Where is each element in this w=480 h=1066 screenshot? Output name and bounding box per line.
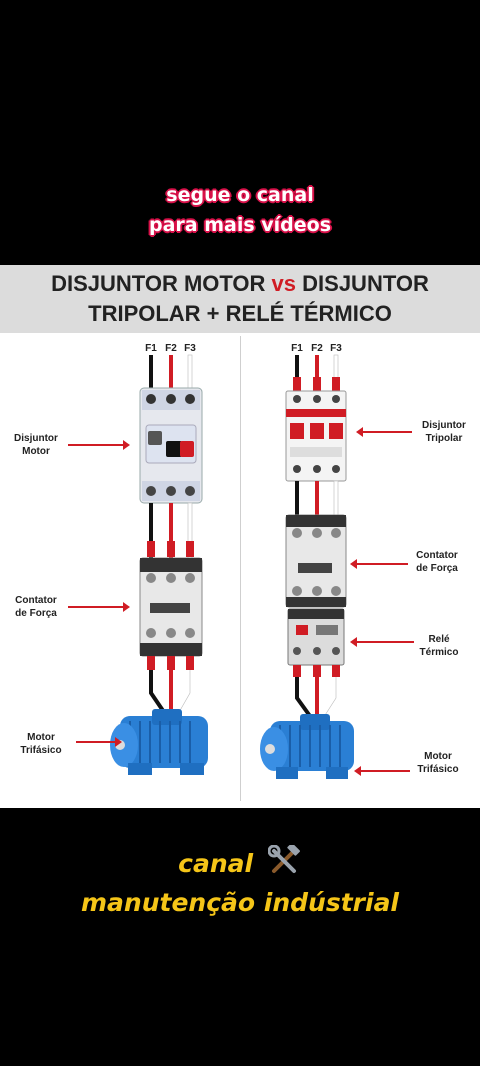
left-phase-f1: F1 [145, 343, 157, 354]
label-left-contactor-l1: Contator [15, 595, 57, 606]
label-motor-breaker-l1: Disjuntor [14, 433, 58, 444]
left-contactor-device [139, 557, 203, 657]
label-left-motor: Motor Trifásico [8, 731, 74, 757]
center-divider [240, 336, 241, 801]
title-part-a: DISJUNTOR MOTOR [51, 271, 272, 296]
label-right-motor-l1: Motor [424, 751, 452, 762]
label-right-motor: Motor Trifásico [410, 750, 466, 776]
tools-icon [267, 843, 302, 885]
label-right-contactor: Contator de Força [408, 549, 466, 575]
wiring-diagram: F1 F2 F3 [0, 333, 480, 808]
label-motor-breaker: Disjuntor Motor [8, 432, 64, 458]
diagram-title: DISJUNTOR MOTOR vs DISJUNTOR TRIPOLAR + … [0, 265, 480, 333]
arrow-left-motor [76, 737, 122, 747]
follow-overlay: segue o canal para mais vídeos [0, 180, 480, 240]
label-thermal-relay-l1: Relé [428, 634, 450, 645]
label-tripolar-breaker-l1: Disjuntor [422, 420, 466, 431]
follow-line-1: segue o canal [166, 184, 314, 206]
label-tripolar-breaker-l2: Tripolar [425, 433, 463, 444]
left-phase-f2: F2 [165, 343, 177, 354]
thermal-relay-device [287, 608, 345, 666]
title-part-b: DISJUNTOR [296, 271, 429, 296]
label-right-motor-l2: Trifásico [417, 764, 459, 775]
arrow-right-motor [354, 766, 410, 776]
title-line-1: DISJUNTOR MOTOR vs DISJUNTOR [0, 269, 480, 299]
label-right-contactor-l1: Contator [416, 550, 458, 561]
caption-line-1: canal [0, 843, 480, 885]
arrow-right-contactor [350, 559, 408, 569]
label-left-contactor: Contator de Força [8, 594, 64, 620]
channel-caption: canal manutenção indústrial [0, 843, 480, 921]
label-right-contactor-l2: de Força [416, 563, 458, 574]
right-motor-device [260, 714, 354, 779]
label-tripolar-breaker: Disjuntor Tripolar [414, 419, 474, 445]
label-thermal-relay: Relé Térmico [414, 633, 464, 659]
caption-line-2: manutenção indústrial [80, 888, 400, 917]
arrow-tripolar-breaker [356, 427, 412, 437]
tripolar-breaker-device [285, 390, 347, 482]
follow-line-2: para mais vídeos [148, 214, 332, 236]
left-motor-device [110, 709, 208, 775]
arrow-motor-breaker [68, 440, 130, 450]
caption-canal: canal [178, 849, 254, 878]
label-left-motor-l2: Trifásico [20, 745, 62, 756]
arrow-thermal-relay [350, 637, 414, 647]
right-phase-f2: F2 [311, 343, 323, 354]
title-vs: vs [271, 271, 297, 296]
arrow-left-contactor [68, 602, 130, 612]
label-motor-breaker-l2: Motor [22, 446, 50, 457]
label-left-motor-l1: Motor [27, 732, 55, 743]
left-mid-wires [147, 502, 194, 562]
motor-breaker-device [139, 387, 203, 504]
title-line-2: TRIPOLAR + RELÉ TÉRMICO [88, 301, 392, 326]
right-phase-f3: F3 [330, 343, 342, 354]
right-contactor-device [285, 514, 347, 608]
label-thermal-relay-l2: Térmico [419, 647, 459, 658]
right-phase-f1: F1 [291, 343, 303, 354]
left-phase-f3: F3 [184, 343, 196, 354]
label-left-contactor-l2: de Força [15, 608, 57, 619]
wiring-svg: F1 F2 F3 [110, 343, 354, 779]
